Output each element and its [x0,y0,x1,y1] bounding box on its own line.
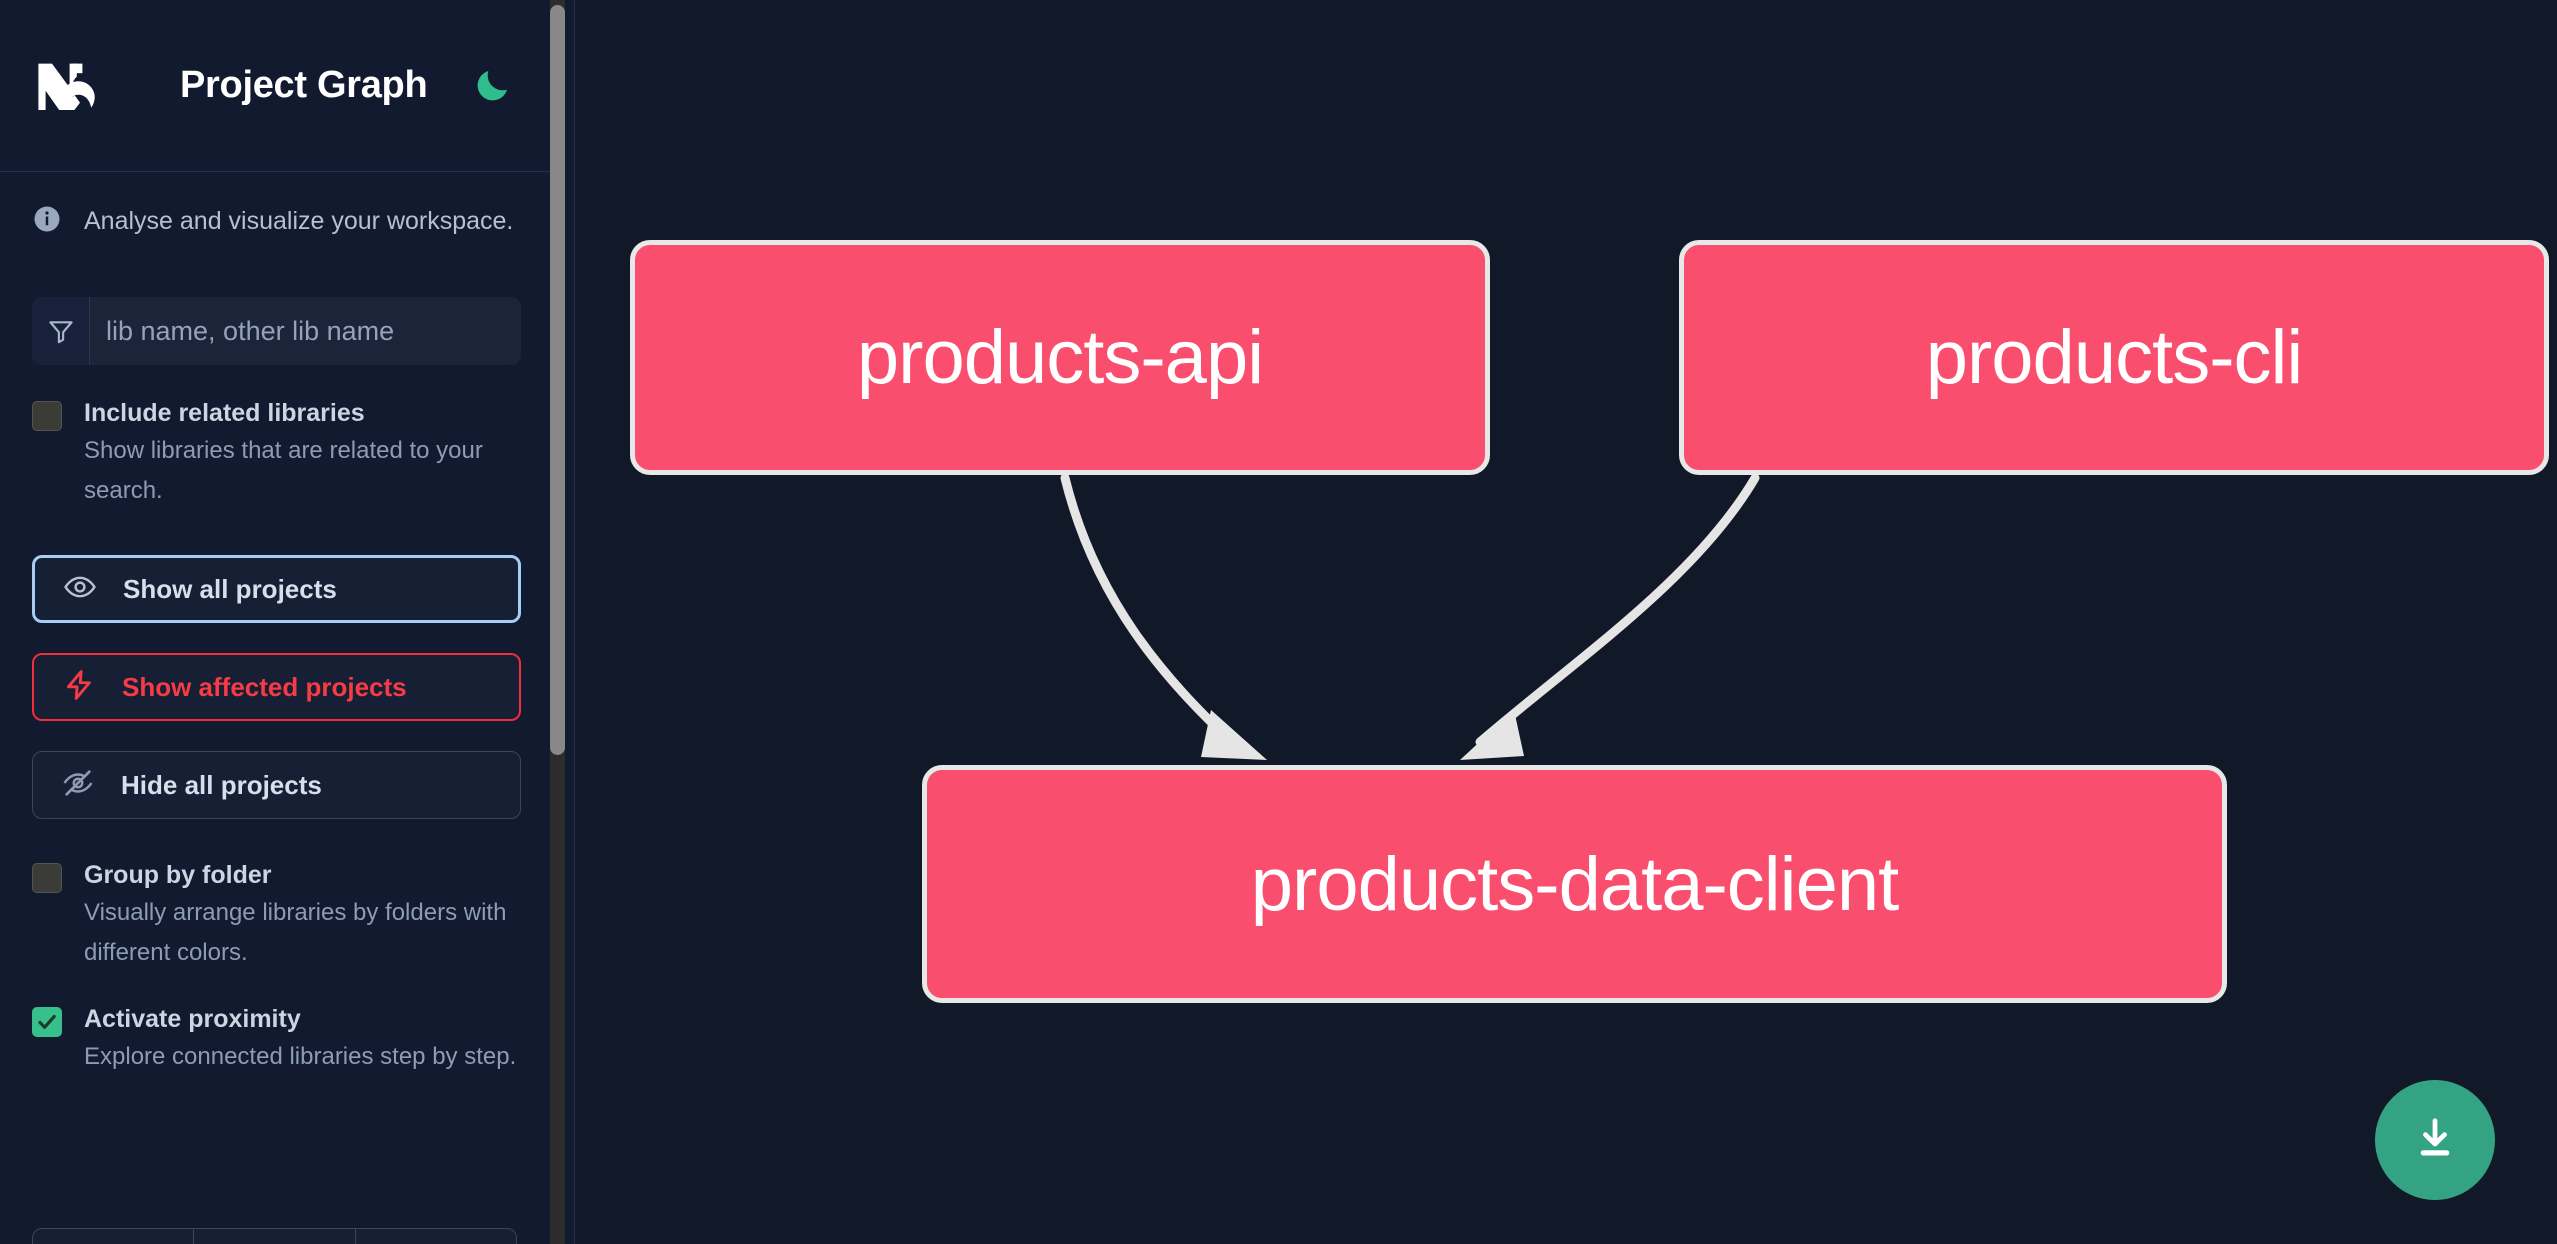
info-icon [32,204,62,239]
sidebar-scrollbar-track[interactable] [550,0,565,1244]
checkbox-activate-proximity[interactable]: Activate proximity Explore connected lib… [0,1003,557,1077]
checkbox-include-related-libraries-description: Show libraries that are related to your … [84,437,483,504]
search-box [32,297,521,365]
show-affected-projects-button[interactable]: Show affected projects [32,653,521,721]
nx-logo-icon [32,57,128,115]
graph-node-products-cli-label: products-cli [1925,315,2304,400]
proximity-step-segment[interactable] [33,1229,195,1244]
proximity-step-segment[interactable] [356,1229,516,1244]
sidebar-header: Project Graph [0,0,557,172]
sidebar: Project Graph Analyse and visualize yo [0,0,575,1244]
tagline-text: Analyse and visualize your workspace. [84,207,514,235]
show-affected-projects-label: Show affected projects [122,671,407,702]
graph-node-products-cli[interactable]: products-cli [1679,240,2549,475]
proximity-step-segmented-control[interactable] [32,1228,517,1244]
edge-products-cli-to-products-data-client [1475,473,1760,747]
filter-funnel-icon [32,297,90,365]
graph-edges [1060,473,1760,760]
show-all-projects-button[interactable]: Show all projects [32,555,521,623]
graph-canvas[interactable]: products-api products-cli products-data-… [575,0,2557,1244]
hide-all-projects-button[interactable]: Hide all projects [32,751,521,819]
edge-arrowhead-products-cli [1460,710,1524,760]
checkbox-include-related-libraries[interactable]: Include related libraries Show libraries… [0,397,557,511]
checkbox-group-by-folder-description: Visually arrange libraries by folders wi… [84,899,507,966]
workspace-tagline: Analyse and visualize your workspace. [0,172,557,239]
search-input[interactable] [90,297,521,365]
download-icon [2409,1113,2461,1168]
edge-arrowhead-products-api [1201,710,1267,760]
checkbox-activate-proximity-box[interactable] [32,1007,62,1037]
checkbox-include-related-libraries-box[interactable] [32,401,62,431]
graph-node-products-data-client[interactable]: products-data-client [922,765,2227,1003]
show-all-projects-label: Show all projects [123,573,337,604]
checkbox-activate-proximity-description: Explore connected libraries step by step… [84,1043,517,1070]
proximity-step-segment[interactable] [194,1229,356,1244]
download-button[interactable] [2375,1080,2495,1200]
checkbox-group-by-folder-label: Group by folder [84,861,272,889]
hide-all-projects-label: Hide all projects [121,769,322,800]
edge-products-api-to-products-data-client [1060,473,1240,750]
graph-node-products-api[interactable]: products-api [630,240,1490,475]
checkbox-group-by-folder-box[interactable] [32,863,62,893]
sidebar-scroll-content: Project Graph Analyse and visualize yo [0,0,557,1244]
checkbox-include-related-libraries-label: Include related libraries [84,399,365,427]
eye-icon [63,570,97,609]
eye-off-icon [61,766,95,805]
moon-icon[interactable] [469,63,515,109]
sidebar-scrollbar-thumb[interactable] [550,5,565,755]
checkbox-group-by-folder[interactable]: Group by folder Visually arrange librari… [0,859,557,973]
checkbox-activate-proximity-label: Activate proximity [84,1005,301,1033]
lightning-icon [62,668,96,707]
graph-node-products-data-client-label: products-data-client [1250,841,1899,927]
page-title: Project Graph [180,64,428,106]
graph-node-products-api-label: products-api [856,315,1264,400]
action-button-group: Show all projects Show affected projects [32,555,521,819]
